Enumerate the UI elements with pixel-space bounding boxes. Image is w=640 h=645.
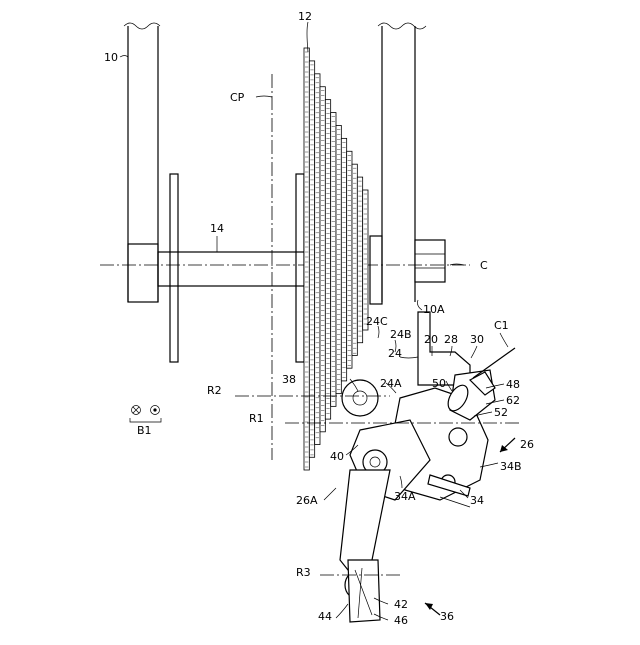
label-34a: 34A: [394, 490, 416, 503]
label-38: 38: [282, 373, 296, 386]
rear-derailleur: [340, 312, 495, 622]
label-46: 46: [394, 614, 408, 627]
sprocket: [320, 87, 325, 432]
b1-symbols: [130, 406, 161, 423]
label-26: 26: [520, 438, 534, 451]
label-24a: 24A: [380, 377, 402, 390]
label-40: 40: [330, 450, 344, 463]
sprocket: [352, 164, 357, 355]
label-26a: 26A: [296, 494, 318, 507]
label-r3: R3: [296, 566, 311, 579]
cable-line: [473, 348, 515, 378]
label-52: 52: [494, 406, 508, 419]
label-center-plane: CP: [230, 91, 245, 104]
label-frame: 10: [104, 51, 118, 64]
label-axis-c: C: [480, 259, 488, 272]
label-34b: 34B: [500, 460, 522, 473]
label-36: 36: [440, 610, 454, 623]
label-b1: B1: [137, 424, 152, 437]
label-20: 20: [424, 333, 438, 346]
label-62: 62: [506, 394, 520, 407]
label-drop-out: 10A: [423, 303, 445, 316]
label-r1: R1: [249, 412, 264, 425]
label-34: 34: [470, 494, 484, 507]
label-28: 28: [444, 333, 458, 346]
sprocket: [304, 48, 309, 470]
label-r2: R2: [207, 384, 222, 397]
label-44: 44: [318, 610, 332, 623]
sprocket: [325, 100, 330, 419]
label-cassette: 12: [298, 10, 312, 23]
label-42: 42: [394, 598, 408, 611]
label-50: 50: [432, 377, 446, 390]
label-30: 30: [470, 333, 484, 346]
label-c1: C1: [494, 319, 509, 332]
label-24: 24: [388, 347, 402, 360]
label-24b: 24B: [390, 328, 412, 341]
sprocket: [309, 61, 314, 457]
label-48: 48: [506, 378, 520, 391]
sprocket: [341, 138, 346, 381]
label-axle: 14: [210, 222, 224, 235]
sprocket: [315, 74, 320, 445]
frame-left-tube: [124, 23, 160, 302]
sprocket: [347, 151, 352, 368]
label-24c: 24C: [366, 315, 388, 328]
sprocket: [357, 177, 362, 343]
